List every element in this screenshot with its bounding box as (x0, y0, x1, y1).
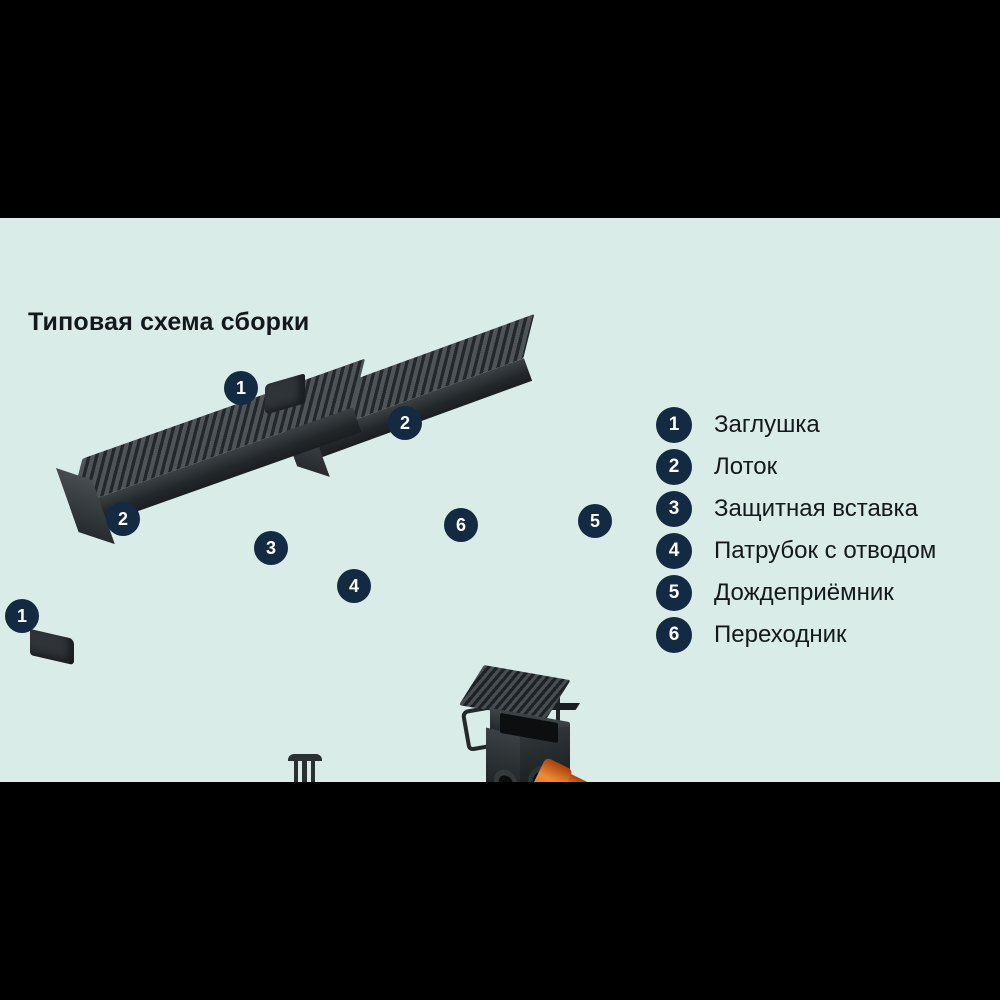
legend-row-5: 5 Дождеприёмник (656, 572, 936, 614)
legend-badge-3: 3 (656, 491, 692, 527)
legend-badge-5: 5 (656, 575, 692, 611)
legend-label-6: Переходник (714, 621, 847, 648)
legend-row-2: 2 Лоток (656, 446, 936, 488)
callout-badge-channel-upper: 2 (388, 406, 422, 440)
legend-label-5: Дождеприёмник (714, 579, 894, 606)
callout-badge-end-cap-upper: 1 (224, 371, 258, 405)
protective-insert-clip (288, 754, 322, 782)
channel-lower-part (56, 358, 379, 581)
legend-badge-2: 2 (656, 449, 692, 485)
callout-badge-end-cap-lower: 1 (5, 599, 39, 633)
legend-label-2: Лоток (714, 453, 778, 480)
legend-row-1: 1 Заглушка (656, 404, 936, 446)
diagram-canvas: Типовая схема сборки (0, 218, 1000, 782)
legend-badge-1: 1 (656, 407, 692, 443)
legend-row-4: 4 Патрубок с отводом (656, 530, 936, 572)
callout-badge-outlet-fitting: 4 (337, 569, 371, 603)
legend-label-4: Патрубок с отводом (714, 537, 937, 564)
legend-label-1: Заглушка (714, 411, 820, 438)
callout-badge-adapter: 6 (444, 508, 478, 542)
end-cap-lower-part (30, 628, 74, 666)
legend: 1 Заглушка 2 Лоток 3 Защитная вставка 4 … (656, 404, 936, 656)
legend-row-3: 3 Защитная вставка (656, 488, 936, 530)
diagram-title: Типовая схема сборки (28, 308, 310, 336)
letterbox-bar-top (0, 0, 1000, 218)
letterbox-bar-bottom (0, 782, 1000, 1000)
callout-badge-protective-insert: 3 (254, 531, 288, 565)
legend-row-6: 6 Переходник (656, 614, 936, 656)
legend-badge-4: 4 (656, 533, 692, 569)
legend-badge-6: 6 (656, 617, 692, 653)
callout-badge-catch-basin: 5 (578, 504, 612, 538)
callout-badge-channel-lower: 2 (106, 502, 140, 536)
legend-label-3: Защитная вставка (714, 495, 918, 522)
